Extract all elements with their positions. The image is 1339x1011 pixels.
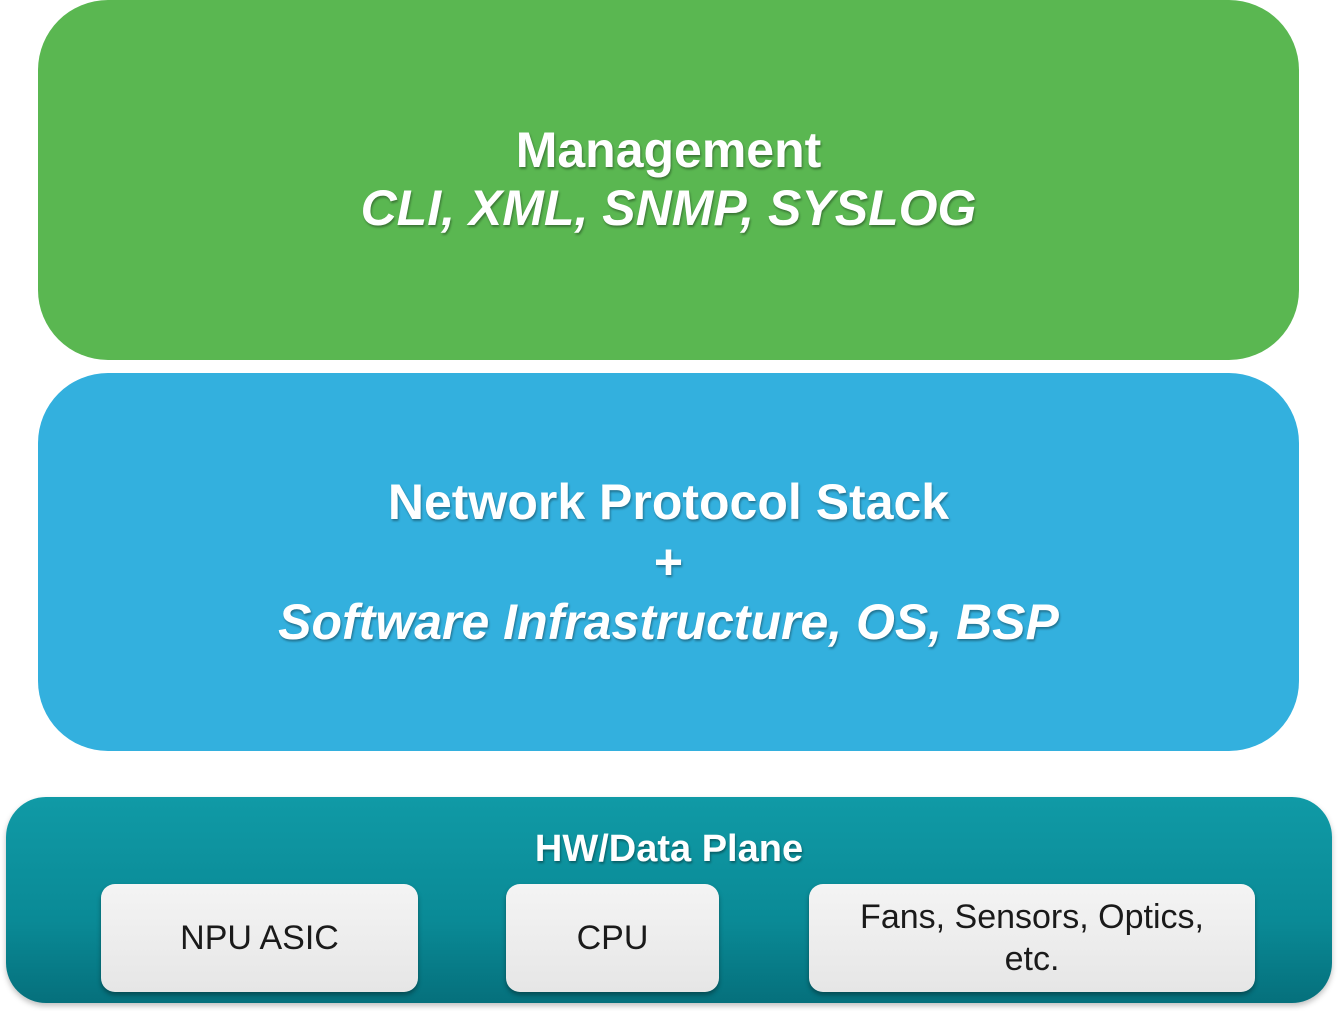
hardware-layer: HW/Data Plane NPU ASIC CPU Fans, Sensors… [6, 797, 1332, 1003]
hardware-component-npu-asic: NPU ASIC [101, 884, 418, 992]
management-layer: Management CLI, XML, SNMP, SYSLOG [38, 0, 1299, 360]
management-title: Management [515, 122, 822, 178]
hardware-component-cpu: CPU [506, 884, 719, 992]
network-layer: Network Protocol Stack + Software Infras… [38, 373, 1299, 751]
network-title: Network Protocol Stack [387, 474, 950, 530]
management-subtitle: CLI, XML, SNMP, SYSLOG [360, 180, 977, 236]
hardware-title: HW/Data Plane [534, 828, 804, 870]
network-plus: + [653, 534, 684, 590]
hardware-component-fans-sensors-optics: Fans, Sensors, Optics, etc. [809, 884, 1255, 992]
network-subtitle: Software Infrastructure, OS, BSP [278, 594, 1059, 650]
